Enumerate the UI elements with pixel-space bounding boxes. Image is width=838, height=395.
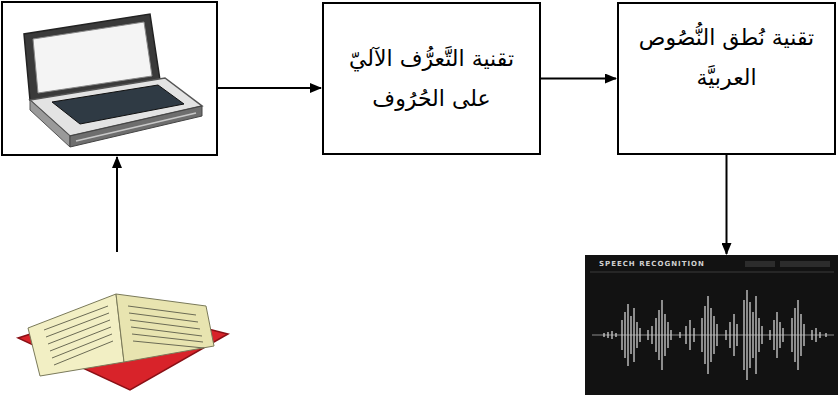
scanner-frame (2, 2, 217, 155)
waveform-panel: SPEECH RECOGNITION (585, 255, 838, 395)
box-label: تقنية نُطق النُّصُوص العربيَّة (619, 18, 834, 97)
flow-arrow (116, 157, 118, 252)
process-box: تقنية نُطق النُّصُوص العربيَّة (617, 2, 836, 155)
process-box: تقنية التَّعرُّف الآليّ على الحُرُوف (322, 2, 541, 155)
panel-title: SPEECH RECOGNITION (585, 255, 705, 268)
flow-arrow (541, 78, 616, 80)
box-label: تقنية التَّعرُّف الآليّ على الحُرُوف (324, 39, 539, 118)
scanner-illustration (24, 14, 202, 147)
flow-arrow (218, 87, 321, 89)
flow-arrow (726, 155, 728, 254)
book-illustration (18, 294, 228, 390)
waveform-illustration (585, 255, 838, 395)
